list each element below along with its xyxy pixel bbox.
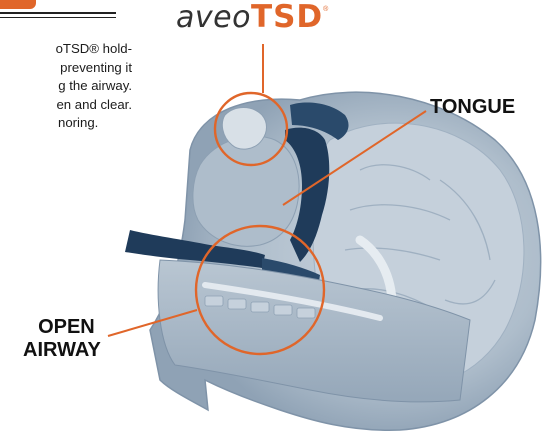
logo-prefix: aveo — [176, 0, 251, 35]
open-airway-label-line1: OPEN — [23, 316, 101, 339]
tongue-label: TONGUE — [430, 96, 515, 119]
device-bulb — [222, 108, 266, 150]
logo-suffix: TSD — [251, 0, 323, 35]
open-airway-label: OPEN AIRWAY — [23, 316, 101, 362]
aveotsd-logo: aveoTSD® — [176, 2, 328, 33]
registered-mark: ® — [323, 6, 328, 13]
open-airway-label-line2: AIRWAY — [23, 339, 101, 362]
